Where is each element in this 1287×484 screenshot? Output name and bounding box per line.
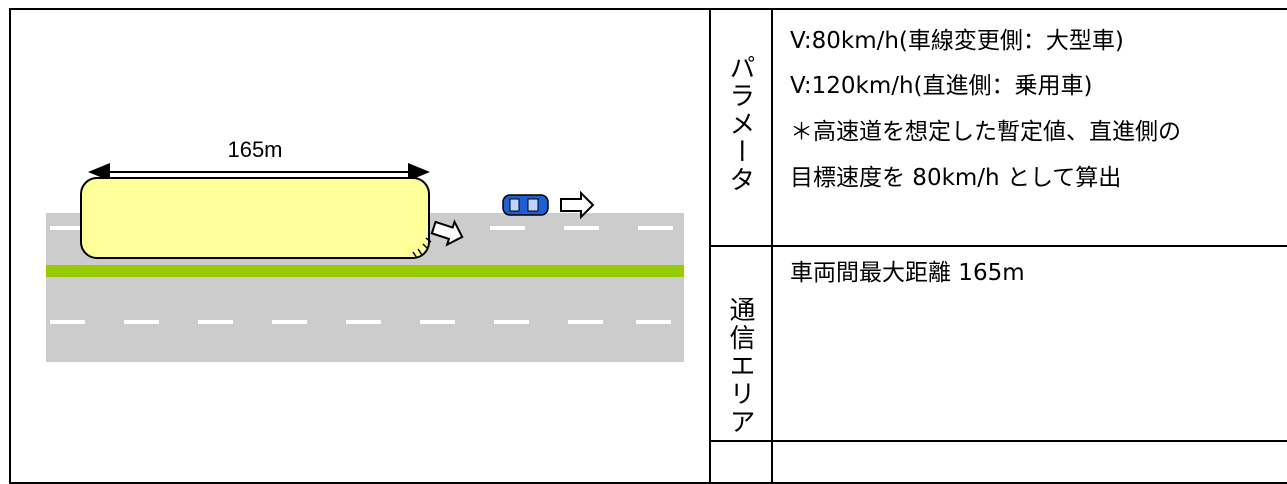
diagram-panel bbox=[9, 8, 711, 484]
communication-area-line: 車両間最大距離 165m bbox=[790, 260, 1025, 286]
distance-label: 165m bbox=[227, 137, 282, 162]
median-strip bbox=[46, 265, 684, 277]
passenger-car-icon bbox=[502, 194, 549, 216]
road-diagram: 165m bbox=[46, 137, 684, 362]
lower-road bbox=[46, 277, 684, 362]
lane-change-arrow-icon bbox=[430, 219, 464, 247]
car-direction-arrow-icon bbox=[560, 190, 595, 220]
parameter-note-line: 目標速度を 80km/h として算出 bbox=[790, 165, 1122, 191]
parameter-text-cell bbox=[771, 8, 1287, 442]
parameter-line: V:120km/h(直進側：乗用車) bbox=[790, 73, 1093, 99]
communication-label-cell bbox=[709, 440, 773, 484]
parameter-line: V:80km/h(車線変更側：大型車) bbox=[790, 28, 1124, 54]
parameter-heading: パラメータ bbox=[725, 54, 755, 194]
parameter-label-cell bbox=[709, 8, 773, 442]
lane-change-hatch-icon bbox=[412, 237, 432, 259]
lower-lane-markings bbox=[50, 320, 671, 324]
upper-lane-markings bbox=[50, 226, 673, 230]
communication-area-heading: 通信エリア bbox=[725, 296, 755, 436]
truck-vehicle bbox=[80, 177, 430, 259]
communication-text-cell bbox=[771, 440, 1287, 484]
distance-arrow bbox=[88, 163, 430, 181]
parameter-note-line: ＊高速道を想定した暫定値、直進側の bbox=[790, 119, 1181, 145]
